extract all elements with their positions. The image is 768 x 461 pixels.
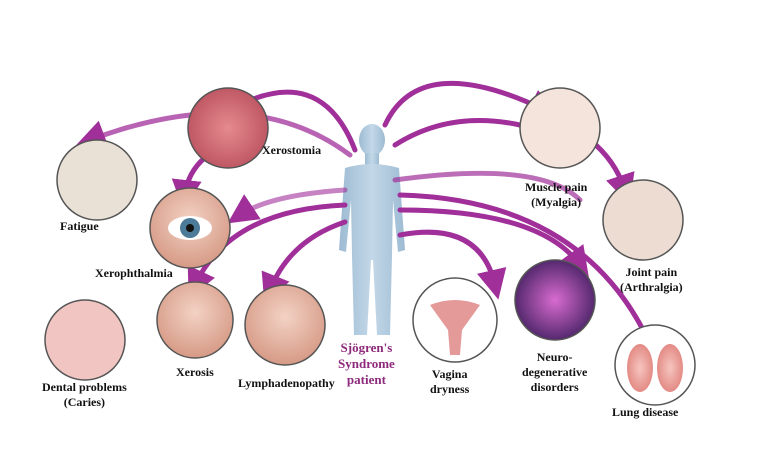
label-xerophthalmia: Xerophthalmia <box>95 266 173 280</box>
joint-image <box>602 179 684 261</box>
label-xerosis: Xerosis <box>176 365 214 379</box>
patient-label-line: patient <box>346 372 386 387</box>
label-line: Muscle pain <box>525 180 588 194</box>
xerosis-image <box>156 281 234 359</box>
label-line: Dental problems <box>42 380 127 394</box>
label-dental: Dental problems(Caries) <box>42 380 127 410</box>
patient-label: Sjögren's Syndrome patient <box>338 340 395 388</box>
label-lung: Lung disease <box>612 405 679 419</box>
xerostomia-image <box>187 87 269 169</box>
label-muscle: Muscle pain(Myalgia) <box>525 180 587 210</box>
label-line: degenerative <box>522 365 588 379</box>
arrows <box>75 80 664 369</box>
label-line: Joint pain <box>625 265 678 279</box>
label-line: dryness <box>430 382 470 396</box>
fatigue-image <box>56 139 138 221</box>
label-line: (Myalgia) <box>531 195 582 209</box>
label-xerostomia: Xerostomia <box>262 143 322 157</box>
human-silhouette <box>339 124 405 335</box>
label-line: Neuro- <box>536 350 573 364</box>
patient-label-line: Syndrome <box>338 356 395 371</box>
label-line: (Arthralgia) <box>620 280 683 294</box>
muscle-image <box>519 87 601 169</box>
patient-label-line: Sjögren's <box>340 340 393 355</box>
symptom-images <box>44 87 696 406</box>
label-line: (Caries) <box>63 395 106 409</box>
lung-image <box>614 324 696 406</box>
lymphadenopathy-image <box>244 284 326 366</box>
label-lymphadenopathy: Lymphadenopathy <box>238 376 335 390</box>
label-line: disorders <box>530 380 579 394</box>
neuro-image <box>514 259 596 341</box>
label-line: Vagina <box>431 367 468 381</box>
dental-image <box>44 299 126 381</box>
label-fatigue: Fatigue <box>60 219 99 233</box>
label-joint: Joint pain(Arthralgia) <box>620 265 683 295</box>
